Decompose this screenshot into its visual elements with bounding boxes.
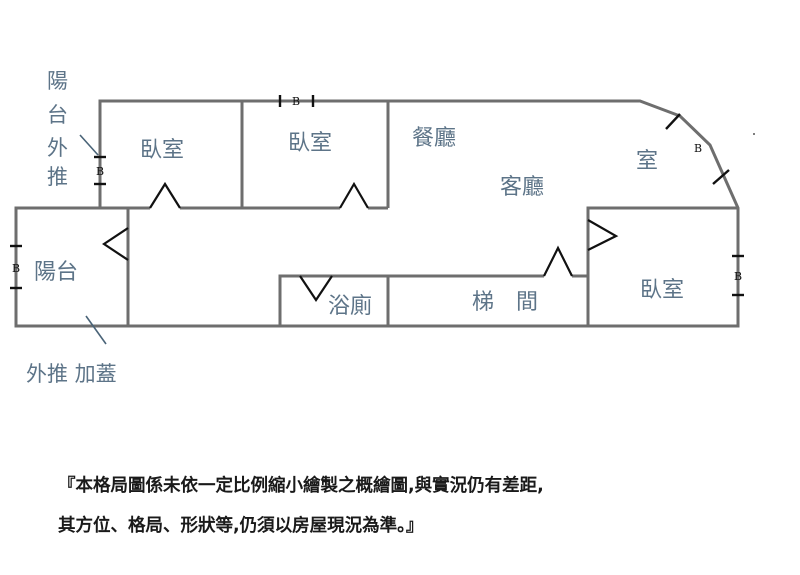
annotation-pushout-char-2: 台 <box>47 103 68 127</box>
annotation-pushout-char-3: 外 <box>47 136 68 160</box>
annotation-pushout-extension: 外推 加蓋 <box>26 362 117 386</box>
door-bathroom <box>299 275 333 302</box>
label-bathroom: 浴廁 <box>328 294 372 319</box>
door-bedroom-right <box>587 219 619 251</box>
outer-wall <box>14 99 740 328</box>
door-stair <box>543 245 573 277</box>
annotation-pushout-char-1: 陽 <box>47 69 68 93</box>
label-bedroom-right: 臥室 <box>640 278 684 303</box>
door-bedroom-left <box>149 181 181 209</box>
window-marker-top: B <box>292 95 300 108</box>
door-balcony <box>102 227 129 261</box>
window-marker-curve: B <box>694 142 702 155</box>
label-balcony: 陽台 <box>34 260 78 285</box>
window-marker-balcony: B <box>12 262 20 275</box>
door-bedroom-mid <box>339 181 369 209</box>
disclaimer-line-1: 『本格局圖係未依一定比例縮小繪製之概繪圖,與實況仍有差距, <box>58 476 544 496</box>
side-annotations: 陽 台 外 推 外推 加蓋 <box>26 69 117 386</box>
label-living: 客廳 <box>500 175 544 200</box>
annotation-pushout-char-4: 推 <box>47 165 68 189</box>
bedroom-right-wall <box>586 206 738 326</box>
windows: B B B B B <box>10 95 744 297</box>
label-bedroom-top-middle: 臥室 <box>288 131 332 156</box>
walls <box>14 99 740 328</box>
window-marker-left: B <box>96 165 104 178</box>
bath-stair-block <box>278 274 544 326</box>
disclaimer-line-2: 其方位、格局、形狀等,仍須以房屋現況為準。』 <box>58 516 424 536</box>
window-marker-right: B <box>734 270 742 283</box>
annotation-pointer-top <box>79 134 99 156</box>
doors <box>102 181 619 302</box>
room-labels: 臥室 臥室 餐廳 客廳 室 臥室 陽台 浴廁 梯 間 <box>34 126 684 319</box>
label-bedroom-top-left: 臥室 <box>140 138 184 163</box>
label-room-partial: 室 <box>636 149 658 174</box>
annotation-pointer-bottom <box>85 315 107 345</box>
label-stairwell: 梯 間 <box>472 290 538 315</box>
stray-dot <box>753 133 755 135</box>
label-dining: 餐廳 <box>412 126 456 151</box>
